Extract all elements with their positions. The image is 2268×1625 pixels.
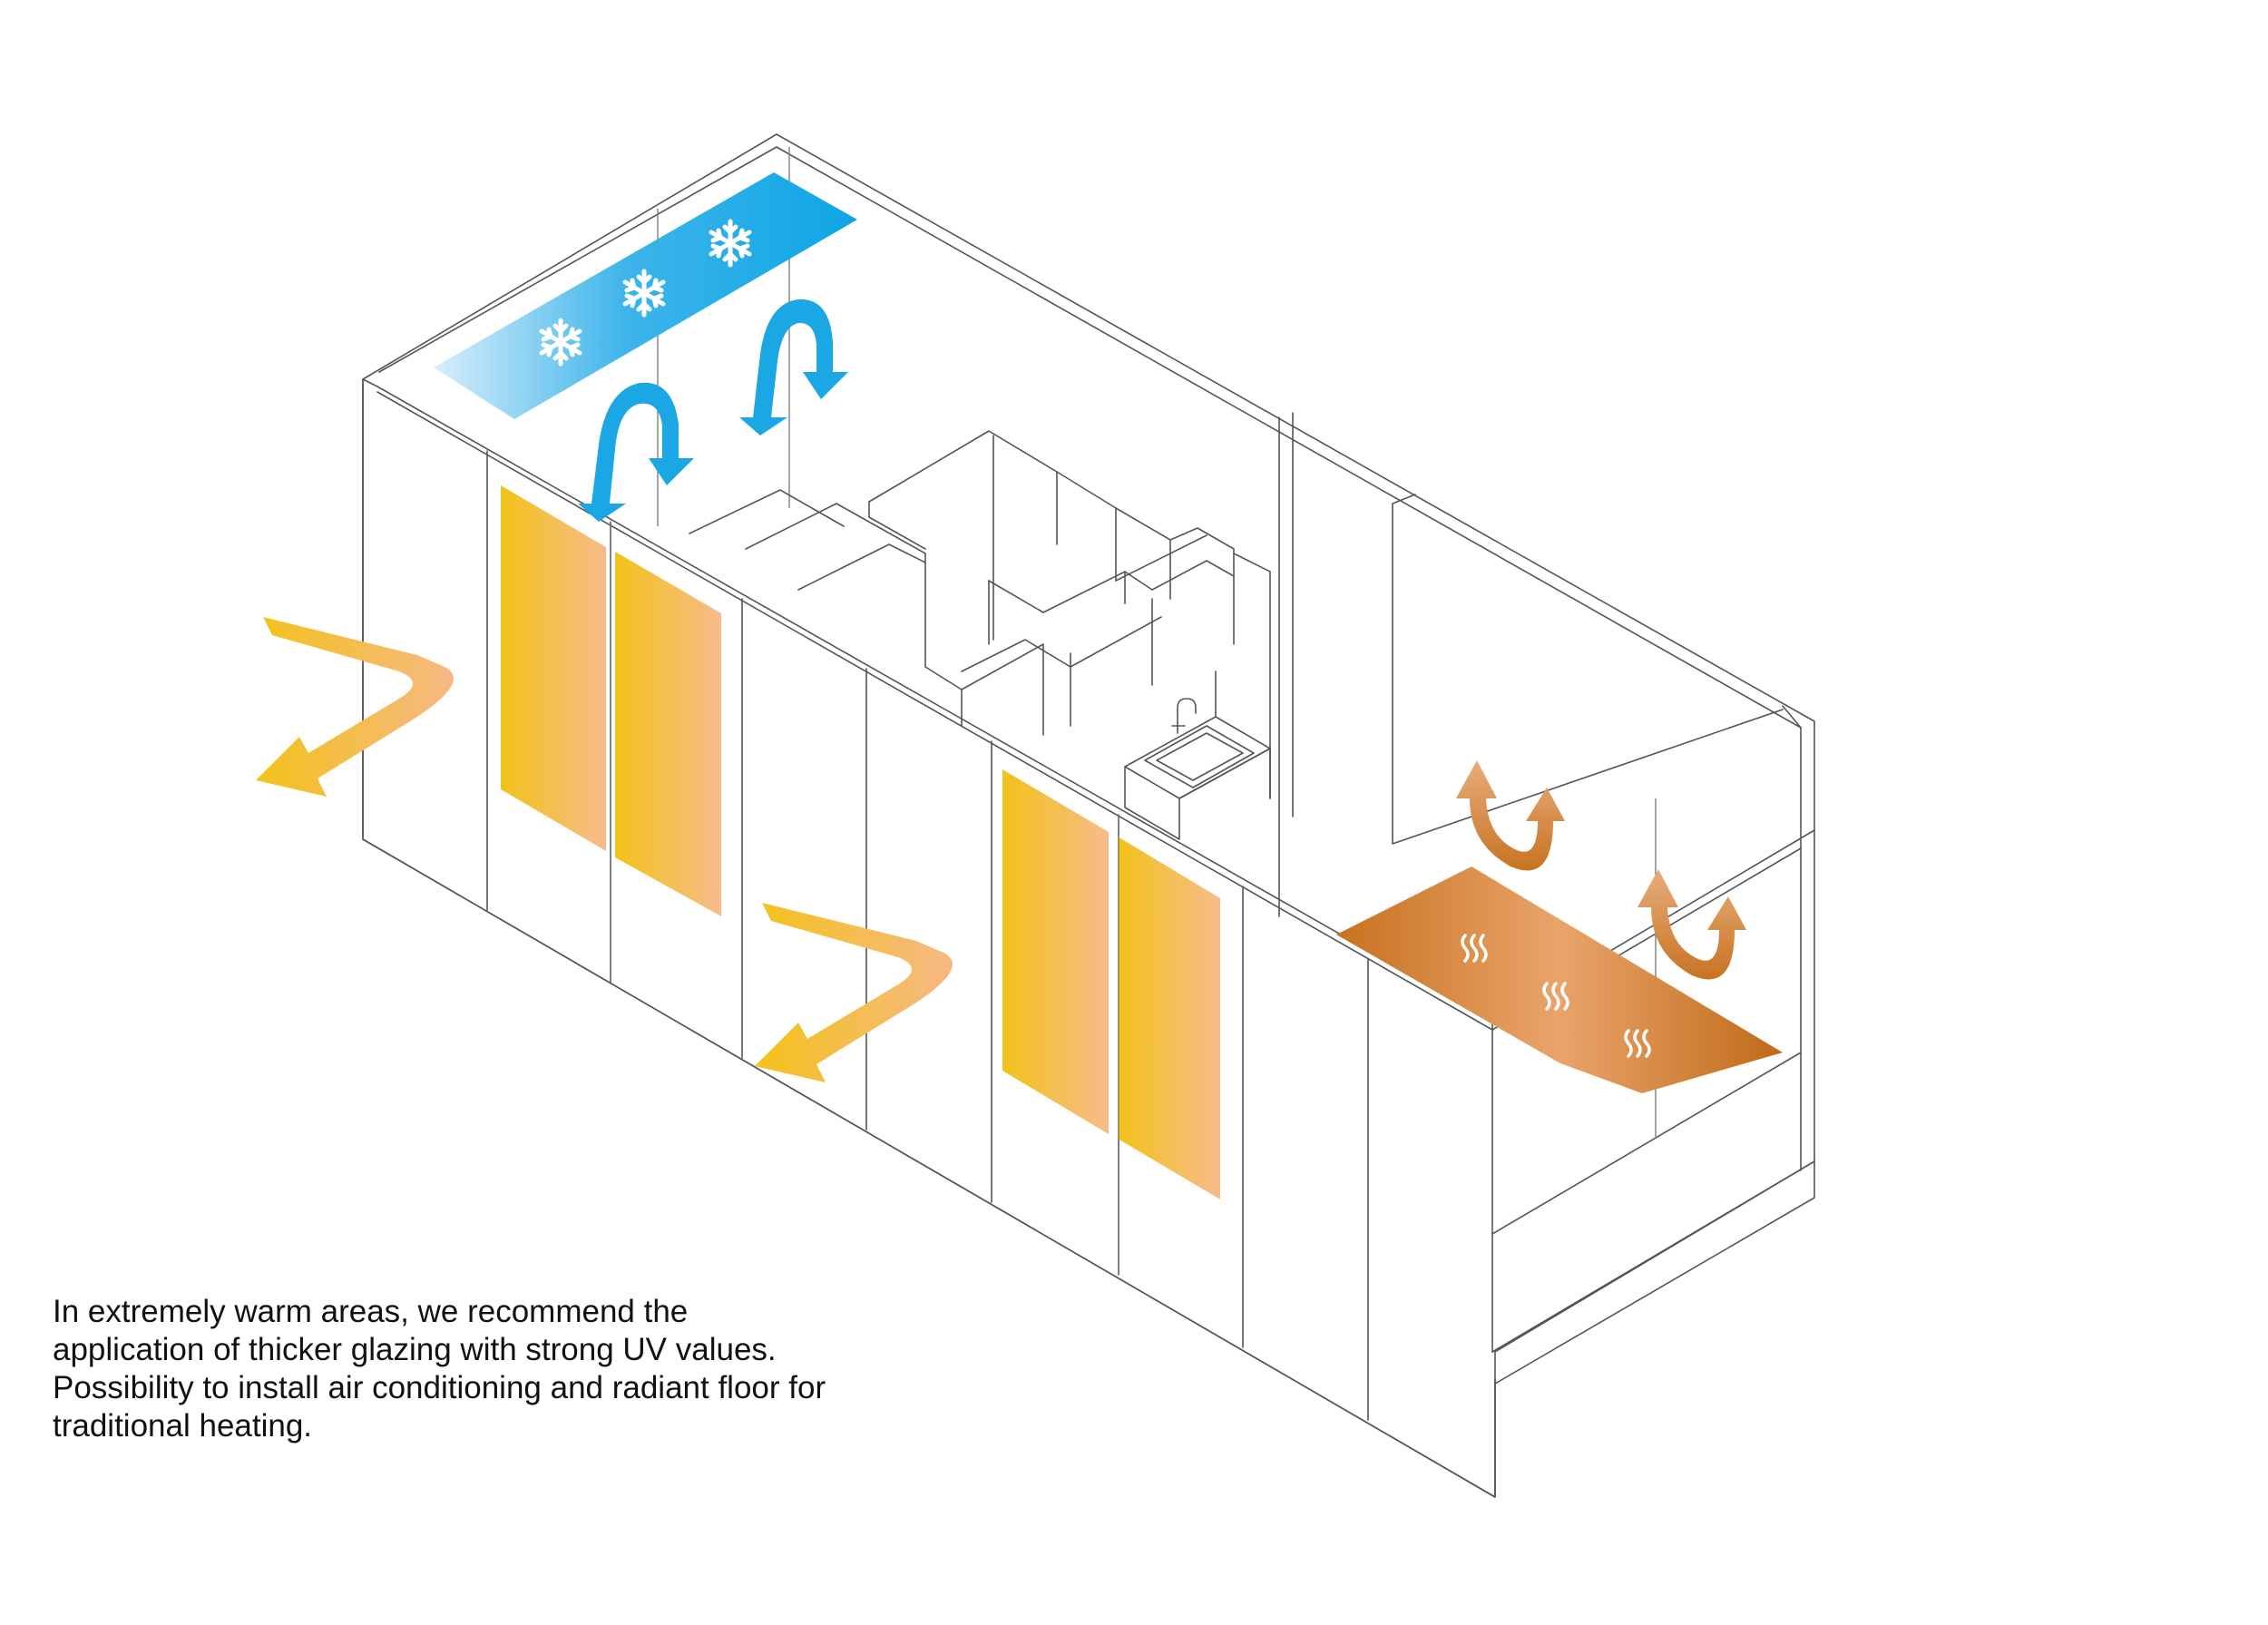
sink-icon xyxy=(1144,698,1255,788)
interior-partitions xyxy=(689,430,1271,840)
airflow-arrow-icon xyxy=(739,299,848,436)
glazing-mullions xyxy=(610,522,1119,1275)
airflow-arrow-icon xyxy=(755,903,953,1082)
radiant-floor xyxy=(1336,866,1783,1093)
caption-text: In extremely warm areas, we recommend th… xyxy=(53,1293,833,1445)
caption-line-2: Possibility to install air conditioning … xyxy=(53,1370,826,1444)
airflow-arrow-icon xyxy=(1456,760,1565,871)
air-conditioning-panel xyxy=(434,172,857,419)
cooling-airflow-arrows xyxy=(578,299,848,522)
airflow-arrow-icon xyxy=(1637,869,1746,980)
airflow-arrow-icon xyxy=(578,382,694,522)
warm-air-arrows xyxy=(256,617,953,1082)
heat-rising-arrows xyxy=(1456,760,1746,980)
solar-glazing-panels xyxy=(501,485,1220,1199)
caption-line-1: In extremely warm areas, we recommend th… xyxy=(53,1294,777,1367)
airflow-arrow-icon xyxy=(256,617,454,797)
